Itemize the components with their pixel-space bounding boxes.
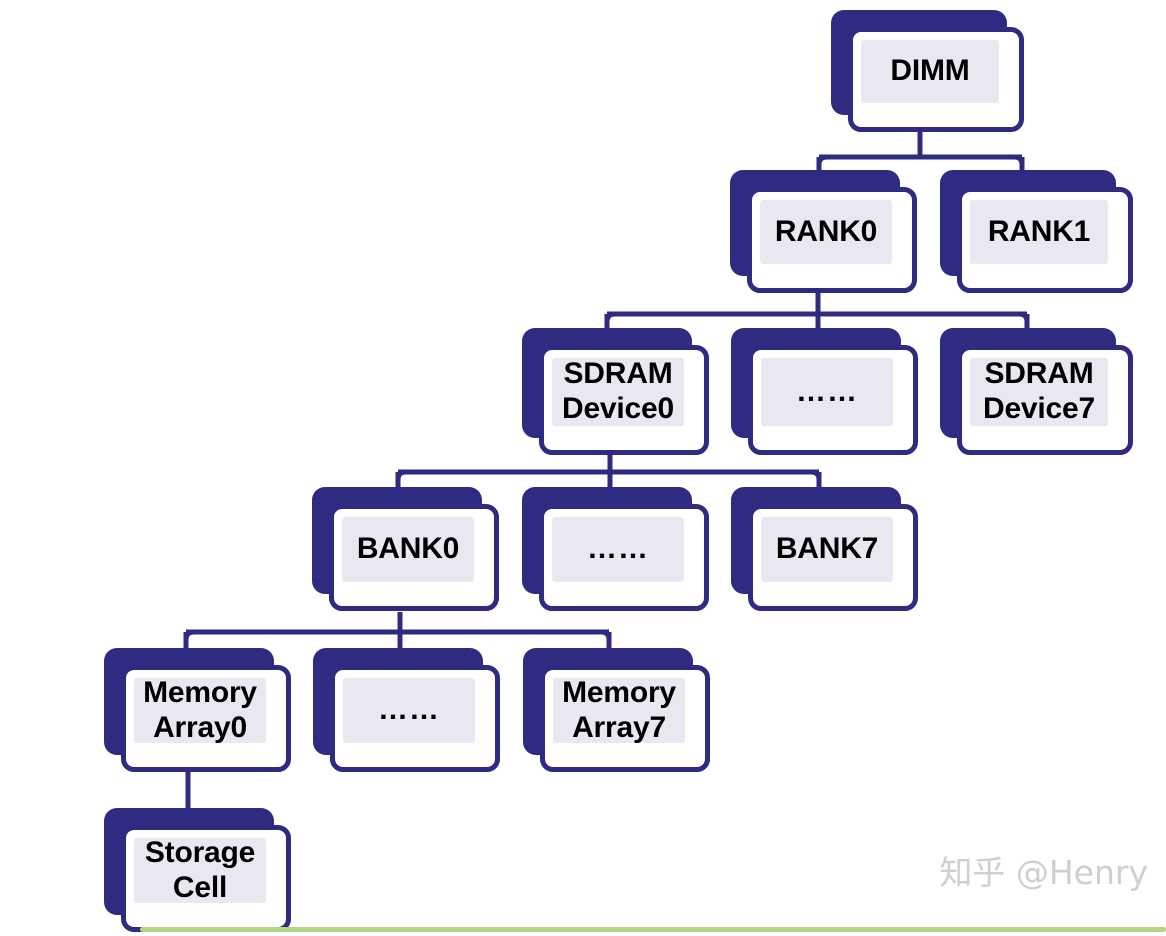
node-inner-panel: ……: [761, 358, 893, 426]
node-inner-panel: RANK0: [760, 200, 892, 264]
node-sdram-device0[interactable]: SDRAM Device0: [522, 328, 709, 455]
node-face: Memory Array7: [540, 665, 710, 772]
node-face: RANK1: [957, 187, 1133, 293]
node-bank7[interactable]: BANK7: [731, 487, 918, 611]
node-inner-panel: SDRAM Device0: [552, 357, 684, 426]
node-label-rank1: RANK1: [987, 214, 1091, 248]
node-label-rank0: RANK0: [774, 214, 878, 248]
node-label-sdram-device7: SDRAM Device7: [982, 357, 1096, 425]
node-inner-panel: DIMM: [861, 40, 999, 103]
node-inner-panel: ……: [552, 517, 684, 582]
node-label-sdram-device-ellipsis: ……: [796, 374, 858, 408]
node-face: BANK7: [748, 504, 918, 611]
node-rank1[interactable]: RANK1: [940, 170, 1133, 293]
connector-dimm-bus-corners: [816, 154, 1025, 166]
bottom-accent-rule: [140, 927, 1166, 932]
node-sdram-device7[interactable]: SDRAM Device7: [940, 328, 1133, 455]
connector-sdram0-to-bank: [395, 452, 822, 488]
node-face: ……: [539, 504, 709, 611]
node-label-bank7: BANK7: [775, 532, 879, 566]
node-face: DIMM: [848, 27, 1024, 132]
node-face: SDRAM Device0: [539, 345, 709, 455]
node-face: Memory Array0: [121, 665, 291, 772]
node-label-bank-ellipsis: ……: [587, 532, 649, 566]
node-inner-panel: Memory Array7: [553, 675, 685, 744]
node-label-sdram-device0: SDRAM Device0: [561, 357, 675, 425]
connector-bank0-bus-corners: [183, 629, 612, 641]
node-inner-panel: RANK1: [970, 200, 1108, 264]
node-storage-cell[interactable]: Storage Cell: [104, 808, 291, 932]
node-dimm[interactable]: DIMM: [831, 10, 1024, 132]
node-memory-array0[interactable]: Memory Array0: [104, 648, 291, 772]
node-inner-panel: Memory Array0: [134, 675, 266, 744]
node-bank-ellipsis[interactable]: ……: [522, 487, 709, 611]
node-face: BANK0: [329, 504, 499, 611]
node-sdram-device-ellipsis[interactable]: ……: [731, 328, 918, 455]
node-face: RANK0: [747, 187, 917, 293]
node-face: ……: [748, 345, 918, 455]
node-face: Storage Cell: [121, 825, 291, 932]
connector-rank0-to-sdram: [604, 292, 1030, 330]
node-face: SDRAM Device7: [957, 345, 1133, 455]
node-memory-array-ellipsis[interactable]: ……: [313, 648, 500, 772]
node-inner-panel: ……: [343, 678, 475, 743]
connector-dimm-to-ranks: [816, 132, 1025, 172]
node-inner-panel: BANK0: [342, 517, 474, 582]
watermark: 知乎 @Henry: [939, 853, 1148, 892]
node-label-memory-array0: Memory Array0: [143, 675, 257, 744]
node-inner-panel: Storage Cell: [134, 835, 266, 904]
node-label-memory-array7: Memory Array7: [562, 675, 676, 744]
node-bank0[interactable]: BANK0: [312, 487, 499, 611]
node-rank0[interactable]: RANK0: [730, 170, 917, 293]
connector-sdram0-bus-corners: [395, 469, 822, 481]
node-inner-panel: SDRAM Device7: [970, 357, 1108, 426]
connector-bank0-to-array: [183, 612, 612, 648]
node-label-bank0: BANK0: [356, 532, 460, 566]
connector-rank0-bus-corners: [604, 311, 1030, 323]
node-memory-array7[interactable]: Memory Array7: [523, 648, 710, 772]
node-face: ……: [330, 665, 500, 772]
node-inner-panel: BANK7: [761, 517, 893, 582]
node-label-storage-cell: Storage Cell: [144, 835, 256, 904]
node-label-memory-array-ellipsis: ……: [378, 693, 440, 727]
node-label-dimm: DIMM: [890, 54, 970, 88]
